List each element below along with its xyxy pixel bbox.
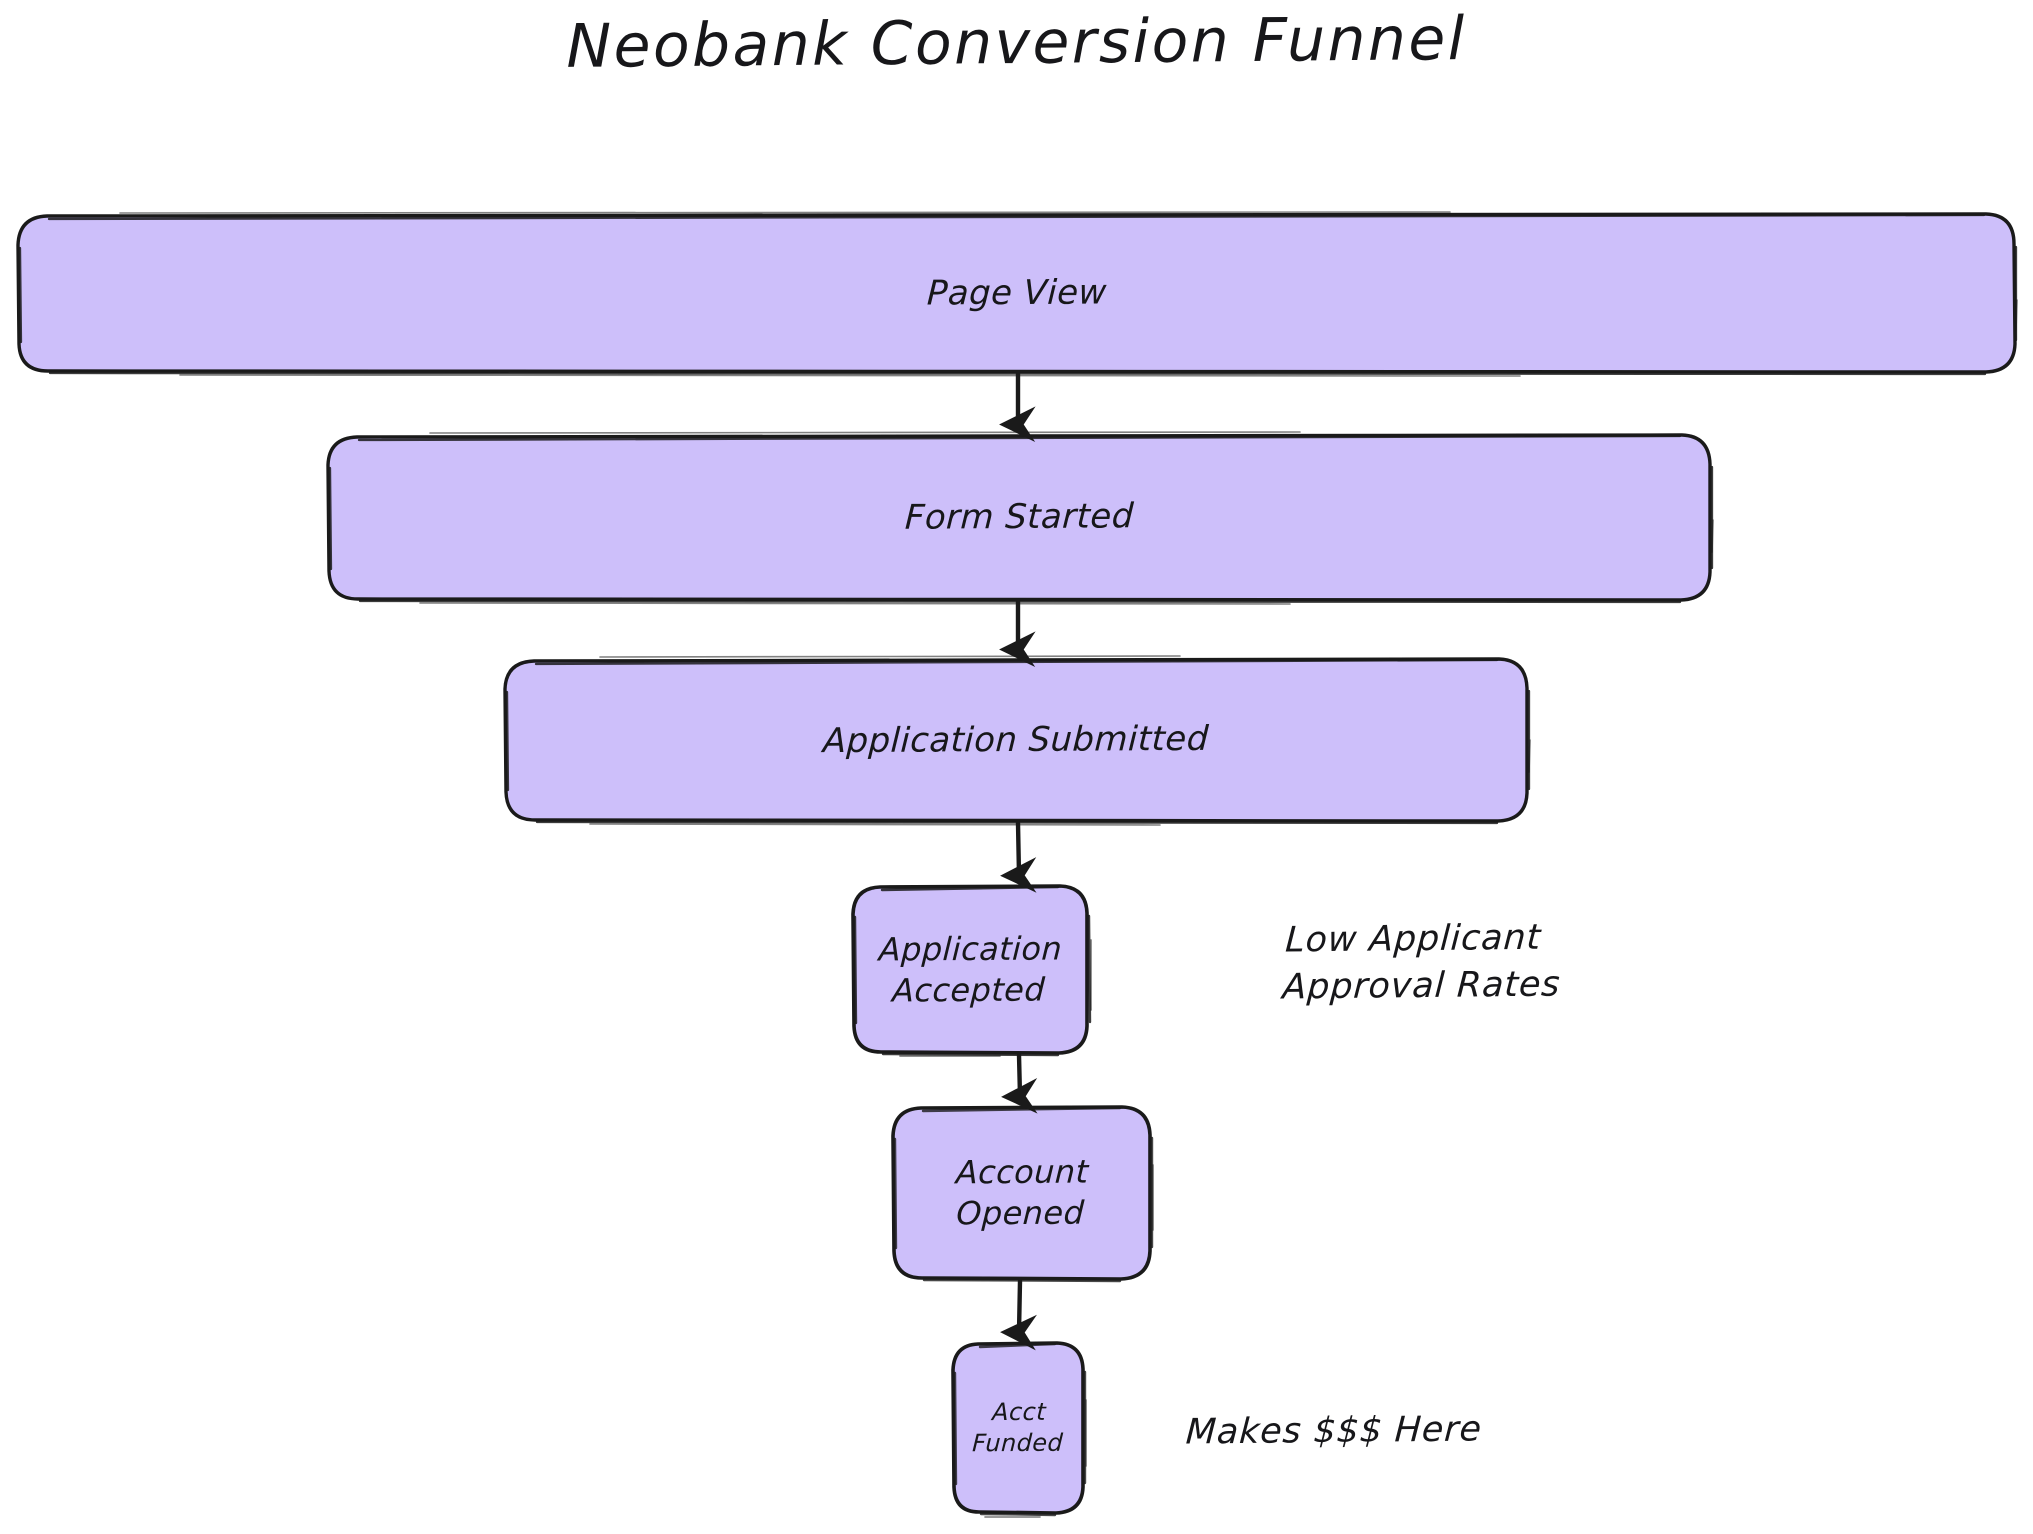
node-label-account-opened: Account Opened <box>955 1152 1090 1233</box>
node-application-accepted[interactable]: Application Accepted <box>853 886 1087 1053</box>
edge-account-opened-to-acct-funded <box>1000 1278 1037 1351</box>
node-account-opened[interactable]: Account Opened <box>893 1107 1150 1279</box>
node-label-form-started: Form Started <box>903 496 1135 538</box>
node-label-application-submitted: Application Submitted <box>822 718 1210 761</box>
node-acct-funded[interactable]: Acct Funded <box>953 1343 1083 1513</box>
node-form-started[interactable]: Form Started <box>328 436 1710 600</box>
edge-app-accepted-to-account-opened <box>1001 1052 1038 1114</box>
annotation-low-applicant-approval-rates: Low Applicant Approval Rates <box>1281 917 1562 1008</box>
page-title: Neobank Conversion Funnel <box>565 4 1467 82</box>
node-label-application-accepted: Application Accepted <box>878 928 1064 1009</box>
node-page-view[interactable]: Page View <box>18 215 2015 373</box>
node-application-submitted[interactable]: Application Submitted <box>505 660 1527 821</box>
annotation-makes-money-here: Makes $$$ Here <box>1184 1409 1484 1453</box>
edge-app-submitted-to-app-accepted <box>1000 820 1037 893</box>
node-label-page-view: Page View <box>925 272 1108 314</box>
node-label-acct-funded: Acct Funded <box>971 1398 1064 1458</box>
